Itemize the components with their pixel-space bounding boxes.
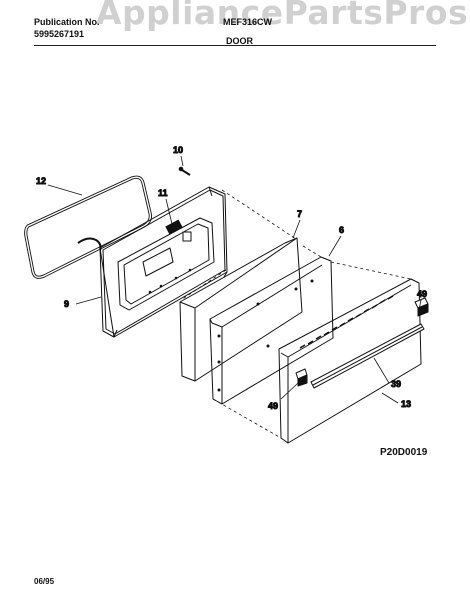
publication-label: Publication No.	[34, 17, 100, 27]
callout-49-right: 49	[417, 289, 427, 299]
model-number: MEF316CW	[223, 17, 273, 27]
callout-13: 13	[401, 399, 411, 409]
door-handle	[310, 323, 425, 389]
callout-7: 7	[297, 209, 302, 219]
door-gasket	[24, 175, 152, 279]
door-liner	[99, 186, 228, 338]
header-rule	[34, 45, 436, 46]
alignment-lines	[180, 189, 412, 439]
leader-lines	[47, 155, 422, 404]
callout-49-left: 49	[268, 401, 278, 411]
publication-number: 5995267191	[34, 29, 85, 39]
callout-6: 6	[339, 225, 344, 235]
window-bracket	[165, 219, 192, 242]
screw	[178, 166, 191, 176]
callout-10: 10	[173, 145, 183, 155]
reference-code: P20D0019	[380, 447, 428, 458]
insulation	[179, 237, 303, 382]
callout-9: 9	[64, 299, 69, 309]
callout-39: 39	[391, 379, 401, 389]
section-title: DOOR	[226, 36, 253, 46]
callout-12: 12	[36, 176, 46, 186]
handle-end-cap-right	[414, 297, 429, 317]
callout-11: 11	[158, 188, 168, 198]
footer-date: 06/95	[34, 577, 55, 586]
handle-end-cap-left	[295, 368, 308, 387]
